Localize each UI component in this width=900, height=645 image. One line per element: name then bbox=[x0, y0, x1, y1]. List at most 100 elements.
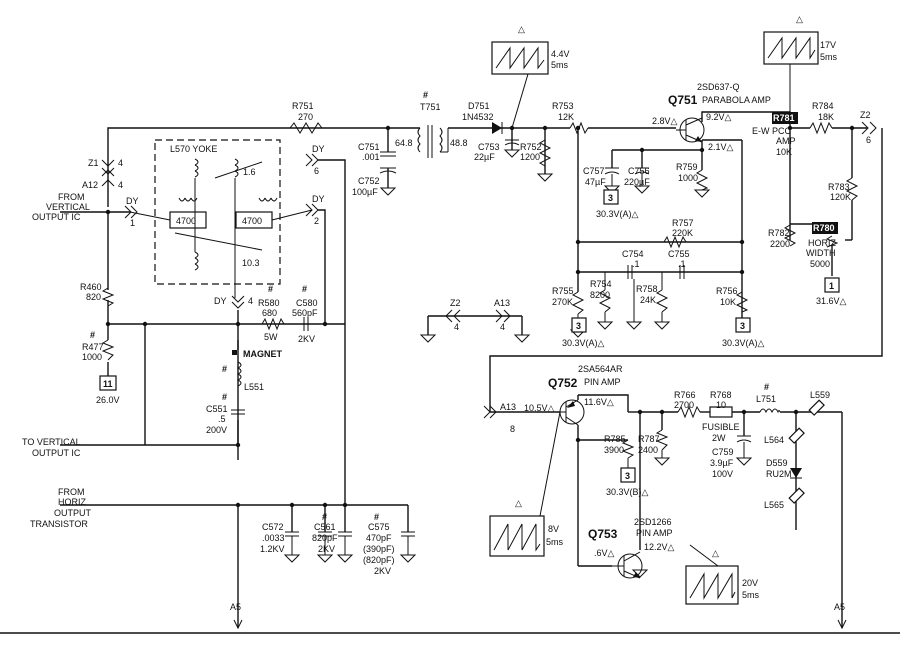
c561-hash: # bbox=[322, 512, 327, 522]
potentiometer-r781: R781 E-W PCC AMP 10K bbox=[752, 112, 798, 157]
t751-label: T751 bbox=[420, 102, 441, 112]
dy-6-label: DY bbox=[312, 144, 325, 154]
inductor-l751: # L751 bbox=[756, 382, 781, 414]
from-vert-3: OUTPUT IC bbox=[32, 212, 81, 222]
r787-value: 2400 bbox=[638, 445, 658, 455]
a13-mid-pin: 4 bbox=[500, 322, 505, 332]
transformer-t751: # T751 64.8 48.8 bbox=[395, 90, 468, 158]
l565-label: L565 bbox=[764, 500, 784, 510]
l564-label: L564 bbox=[764, 435, 784, 445]
c752-label: C752 bbox=[358, 176, 380, 186]
wf2-delta: △ bbox=[796, 14, 803, 24]
a13-low-pin: 8 bbox=[510, 424, 515, 434]
inductor-l565: L565 bbox=[764, 487, 805, 510]
c756-label: C756 bbox=[628, 166, 650, 176]
r785-label: R785 bbox=[604, 434, 626, 444]
r477-value: 1000 bbox=[82, 352, 102, 362]
q751-label: Q751 bbox=[668, 93, 698, 107]
diode-d559: D559 RU2M bbox=[766, 458, 802, 479]
c580-label: C580 bbox=[296, 298, 318, 308]
resistor-r766: R766 2700 bbox=[674, 390, 701, 419]
from-horiz-1: FROM bbox=[58, 487, 85, 497]
resistor-r580: # R580 680 5W bbox=[258, 284, 285, 342]
q753-label: Q753 bbox=[588, 527, 618, 541]
r752-label: R752 bbox=[520, 142, 542, 152]
r759-value: 1000 bbox=[678, 173, 698, 183]
c575-label: C575 bbox=[368, 522, 390, 532]
test-point-3-lower: 3 30.3V(B)△ bbox=[606, 458, 649, 497]
tp11-label: 11 bbox=[103, 379, 113, 389]
c580-kv: 2KV bbox=[298, 334, 315, 344]
r782-value: 2200 bbox=[770, 239, 790, 249]
a5-right: A5 bbox=[834, 602, 845, 612]
r781-function: E-W PCC bbox=[752, 126, 791, 136]
wf3-volts: 8V bbox=[548, 524, 559, 534]
r783-label: R783 bbox=[828, 182, 850, 192]
tp3d-label: 3 bbox=[625, 471, 630, 481]
r768-value: 10 bbox=[716, 400, 726, 410]
potentiometer-r780: R780 HORIZ WIDTH 5000 bbox=[806, 222, 839, 269]
wires bbox=[0, 111, 900, 634]
r755-value: 270K bbox=[552, 297, 573, 307]
resistor-r783: R783 120K bbox=[828, 177, 859, 202]
diode-d751: D751 1N4532 bbox=[462, 101, 503, 134]
l751-label: L751 bbox=[756, 394, 776, 404]
z2-top-pin: 6 bbox=[866, 135, 871, 145]
r758-value: 24K bbox=[640, 295, 656, 305]
capacitor-c757: C757 47µF bbox=[583, 166, 620, 187]
r580-label: R580 bbox=[258, 298, 280, 308]
tp3c-label: 3 bbox=[740, 321, 745, 331]
c575-hash: # bbox=[374, 512, 379, 522]
resistor-r758: R758 24K bbox=[633, 272, 669, 322]
r768-label: R768 bbox=[710, 390, 732, 400]
wf4-volts: 20V bbox=[742, 578, 758, 588]
c754-label: C754 bbox=[622, 249, 644, 259]
to-vert-1: TO VERTICAL bbox=[22, 437, 81, 447]
l559-label: L559 bbox=[810, 390, 830, 400]
r580-hash: # bbox=[268, 284, 273, 294]
a13-low-label: A13 bbox=[500, 402, 516, 412]
inductor-l559: L559 bbox=[808, 390, 830, 416]
test-point-1: 1 31.6V△ bbox=[816, 277, 847, 306]
resistor-r759: R759 1000 bbox=[676, 162, 709, 191]
resistor-r768: R768 10 FUSIBLE 2W bbox=[702, 390, 740, 443]
capacitor-c572: C572 .0033 1.2KV bbox=[260, 522, 299, 555]
yoke-4700b: 4700 bbox=[242, 216, 262, 226]
q751-emitter-voltage: 2.1V△ bbox=[708, 142, 734, 152]
from-vert-1: FROM bbox=[58, 192, 85, 202]
c575-value: 470pF bbox=[366, 533, 392, 543]
c561-value: 820pF bbox=[312, 533, 338, 543]
wf1-time: 5ms bbox=[551, 60, 569, 70]
capacitor-c580: # C580 560pF 2KV bbox=[292, 284, 318, 344]
label-from-horiz-output-transistor: FROM HORIZ OUTPUT TRANSISTOR bbox=[30, 487, 92, 529]
c580-value: 560pF bbox=[292, 308, 318, 318]
yoke-l570: L570 YOKE 4700 4700 1.6 10.3 bbox=[129, 139, 313, 298]
tp3b-voltage: 30.3V(A)△ bbox=[562, 338, 605, 348]
waveform-17v: △ 17V 5ms bbox=[763, 14, 838, 112]
capacitor-c756: C756 220µF bbox=[624, 166, 650, 187]
c752-value: 100µF bbox=[352, 187, 378, 197]
q752-emitter-voltage: 11.6V△ bbox=[584, 397, 614, 407]
r783-value: 120K bbox=[830, 192, 851, 202]
ground-symbols bbox=[283, 149, 753, 578]
tp1-voltage: 31.6V△ bbox=[816, 296, 847, 306]
wf1-delta: △ bbox=[518, 24, 525, 34]
test-point-3-mid-right: 3 30.3V(A)△ bbox=[722, 317, 765, 348]
a12-pin: 4 bbox=[118, 180, 123, 190]
connector-z2-a13: Z2 4 A13 4 bbox=[445, 298, 511, 332]
c759-kv: 100V bbox=[712, 469, 733, 479]
r477-hash: # bbox=[90, 330, 95, 340]
tp1-label: 1 bbox=[829, 281, 834, 291]
resistor-r460: R460 820 bbox=[80, 282, 115, 307]
inductor-l551: MAGNET # L551 bbox=[222, 349, 282, 392]
junction-dots bbox=[105, 125, 855, 508]
r756-label: R756 bbox=[716, 286, 738, 296]
l570-label: L570 YOKE bbox=[170, 144, 217, 154]
r781-label: R781 bbox=[773, 113, 795, 123]
c753-value: 22µF bbox=[474, 152, 495, 162]
r753-value: 12K bbox=[558, 112, 574, 122]
c551-value: .5 bbox=[218, 414, 226, 424]
label-to-vertical-output-ic: TO VERTICAL OUTPUT IC bbox=[22, 437, 81, 458]
wf4-delta: △ bbox=[712, 548, 719, 558]
r759-label: R759 bbox=[676, 162, 698, 172]
